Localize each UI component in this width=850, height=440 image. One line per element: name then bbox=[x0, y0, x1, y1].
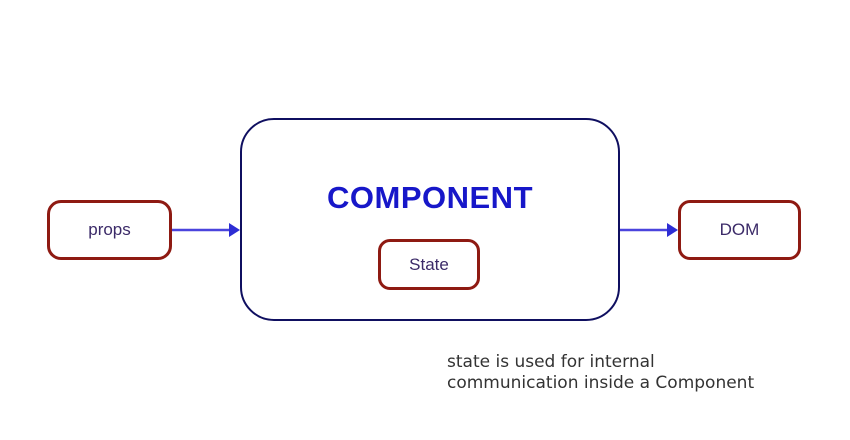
arrow-head bbox=[667, 223, 678, 237]
component-to-dom-arrow-icon bbox=[620, 223, 678, 237]
dom-node-label: DOM bbox=[719, 220, 760, 239]
caption-line-2: communication inside a Component bbox=[447, 373, 755, 393]
component-node: COMPONENT bbox=[240, 118, 620, 321]
props-node-label: props bbox=[88, 220, 131, 239]
props-to-component-arrow-icon bbox=[172, 223, 240, 237]
component-title: COMPONENT bbox=[327, 180, 533, 215]
arrow-head bbox=[229, 223, 240, 237]
dom-node: DOM bbox=[678, 200, 801, 260]
state-node: State bbox=[378, 239, 480, 290]
caption-line-1: state is used for internal bbox=[447, 352, 655, 372]
props-node: props bbox=[47, 200, 172, 260]
caption: state is used for internal communication… bbox=[447, 352, 754, 394]
state-node-label: State bbox=[409, 254, 449, 274]
